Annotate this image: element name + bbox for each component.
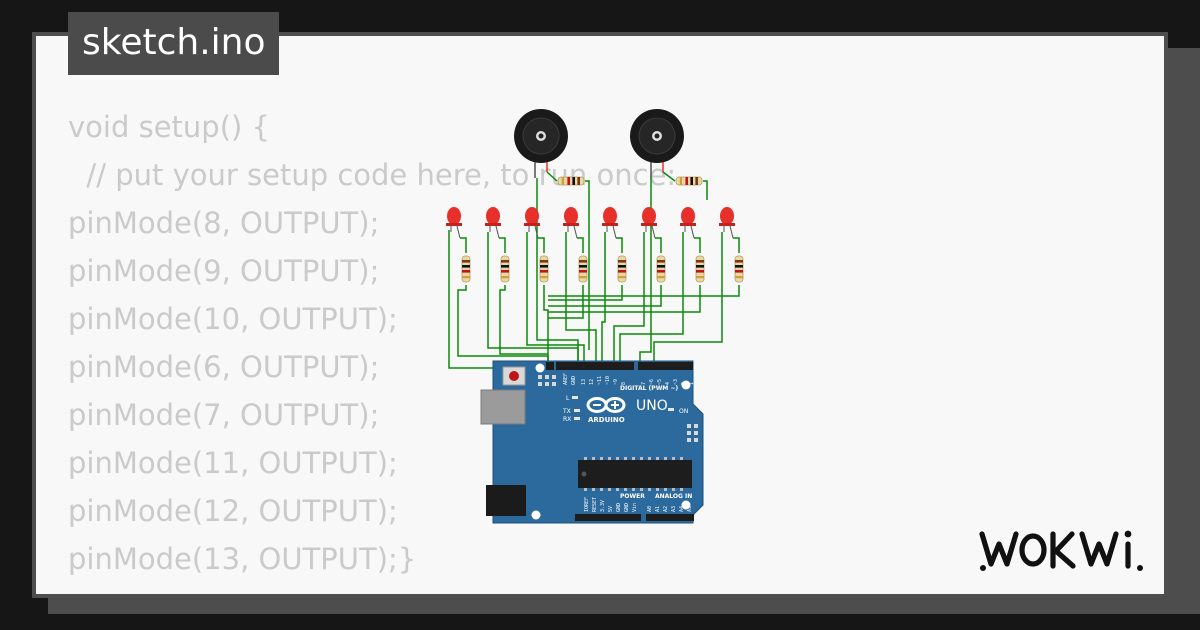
resistor[interactable] [539, 255, 549, 283]
usb-port [480, 389, 526, 425]
resistor[interactable] [675, 176, 703, 186]
file-tab[interactable]: sketch.ino [68, 12, 280, 75]
resistor[interactable] [695, 255, 705, 283]
wire [703, 180, 708, 200]
buzzer[interactable] [514, 109, 568, 178]
code-line: pinMode(13, OUTPUT);} [68, 542, 417, 576]
svg-text:TX: TX [562, 408, 571, 415]
wire-bundle [448, 178, 740, 369]
svg-text:13: 13 [581, 379, 587, 385]
svg-text:8: 8 [621, 382, 627, 385]
svg-text:POWER: POWER [620, 493, 645, 500]
code-line: pinMode(8, OUTPUT); [68, 206, 380, 240]
resistor[interactable] [734, 255, 744, 283]
svg-text:A5: A5 [687, 506, 693, 512]
resistor[interactable] [461, 255, 471, 283]
led[interactable] [641, 207, 657, 239]
code-line: pinMode(6, OUTPUT); [68, 350, 380, 384]
resistor[interactable] [578, 255, 588, 283]
digital-header [556, 362, 693, 370]
svg-text:~6: ~6 [649, 379, 655, 385]
code-line: pinMode(12, OUTPUT); [68, 494, 398, 528]
atmega-chip [578, 457, 692, 491]
led[interactable] [602, 207, 618, 239]
resistor[interactable] [617, 255, 627, 283]
svg-text:UNO: UNO [636, 398, 668, 414]
svg-text:GND: GND [616, 503, 622, 512]
code-line: void setup() { [68, 110, 270, 144]
svg-text:3.3V: 3.3V [600, 500, 606, 512]
arduino-logo-icon [586, 397, 626, 413]
svg-text:A1: A1 [655, 506, 661, 512]
svg-text:12: 12 [589, 379, 595, 385]
svg-text:4: 4 [665, 382, 671, 385]
svg-text:GND: GND [624, 503, 630, 512]
code-editor[interactable]: void setup() { // put your setup code he… [68, 103, 676, 583]
resistor[interactable] [557, 176, 585, 186]
svg-text:AREF: AREF [563, 373, 569, 385]
led[interactable] [446, 207, 462, 239]
svg-text:Vin: Vin [632, 503, 638, 512]
svg-text:ARDUINO: ARDUINO [588, 416, 625, 424]
svg-text:IOREF: IOREF [584, 497, 590, 512]
led[interactable] [719, 207, 735, 239]
wire [662, 171, 676, 182]
svg-text:DIGITAL (PWM ~): DIGITAL (PWM ~) [620, 385, 678, 392]
svg-text:~11: ~11 [597, 376, 603, 385]
svg-text:7: 7 [641, 382, 647, 385]
wire [585, 180, 590, 350]
svg-text:A4: A4 [679, 506, 685, 512]
svg-text:A2: A2 [663, 506, 669, 512]
wire [546, 171, 558, 182]
svg-text:1: 1 [689, 382, 695, 385]
code-line: pinMode(9, OUTPUT); [68, 254, 380, 288]
led[interactable] [485, 207, 501, 239]
led[interactable] [524, 207, 540, 239]
wokwi-logo[interactable] [978, 526, 1150, 576]
arduino-uno-board[interactable]: AREF GND 13 12 ~11 ~10 ~9 8 7 ~6 ~5 4 ~3… [480, 360, 704, 524]
wokwi-logo-icon [979, 530, 1143, 571]
buzzer[interactable] [630, 109, 684, 178]
led[interactable] [680, 207, 696, 239]
svg-text:~10: ~10 [605, 376, 611, 385]
svg-text:5V: 5V [608, 506, 614, 512]
svg-text:L: L [566, 395, 570, 402]
led[interactable] [563, 207, 579, 239]
svg-text:2: 2 [681, 382, 687, 385]
svg-text:RX: RX [563, 416, 571, 423]
svg-text:GND: GND [571, 376, 577, 385]
svg-text:~5: ~5 [657, 379, 663, 385]
code-line: pinMode(10, OUTPUT); [68, 302, 398, 336]
svg-text:ANALOG IN: ANALOG IN [655, 493, 692, 500]
resistor[interactable] [500, 255, 510, 283]
svg-text:~9: ~9 [613, 379, 619, 385]
svg-text:RESET: RESET [592, 497, 598, 512]
svg-text:A3: A3 [671, 506, 677, 512]
code-line: // put your setup code here, to run once… [68, 158, 677, 192]
code-line: pinMode(11, OUTPUT); [68, 446, 398, 480]
power-jack [486, 485, 526, 516]
svg-text:ON: ON [679, 408, 688, 415]
svg-text:A0: A0 [647, 506, 653, 512]
svg-text:~3: ~3 [673, 379, 679, 385]
code-line: pinMode(7, OUTPUT); [68, 398, 380, 432]
resistor[interactable] [656, 255, 666, 283]
